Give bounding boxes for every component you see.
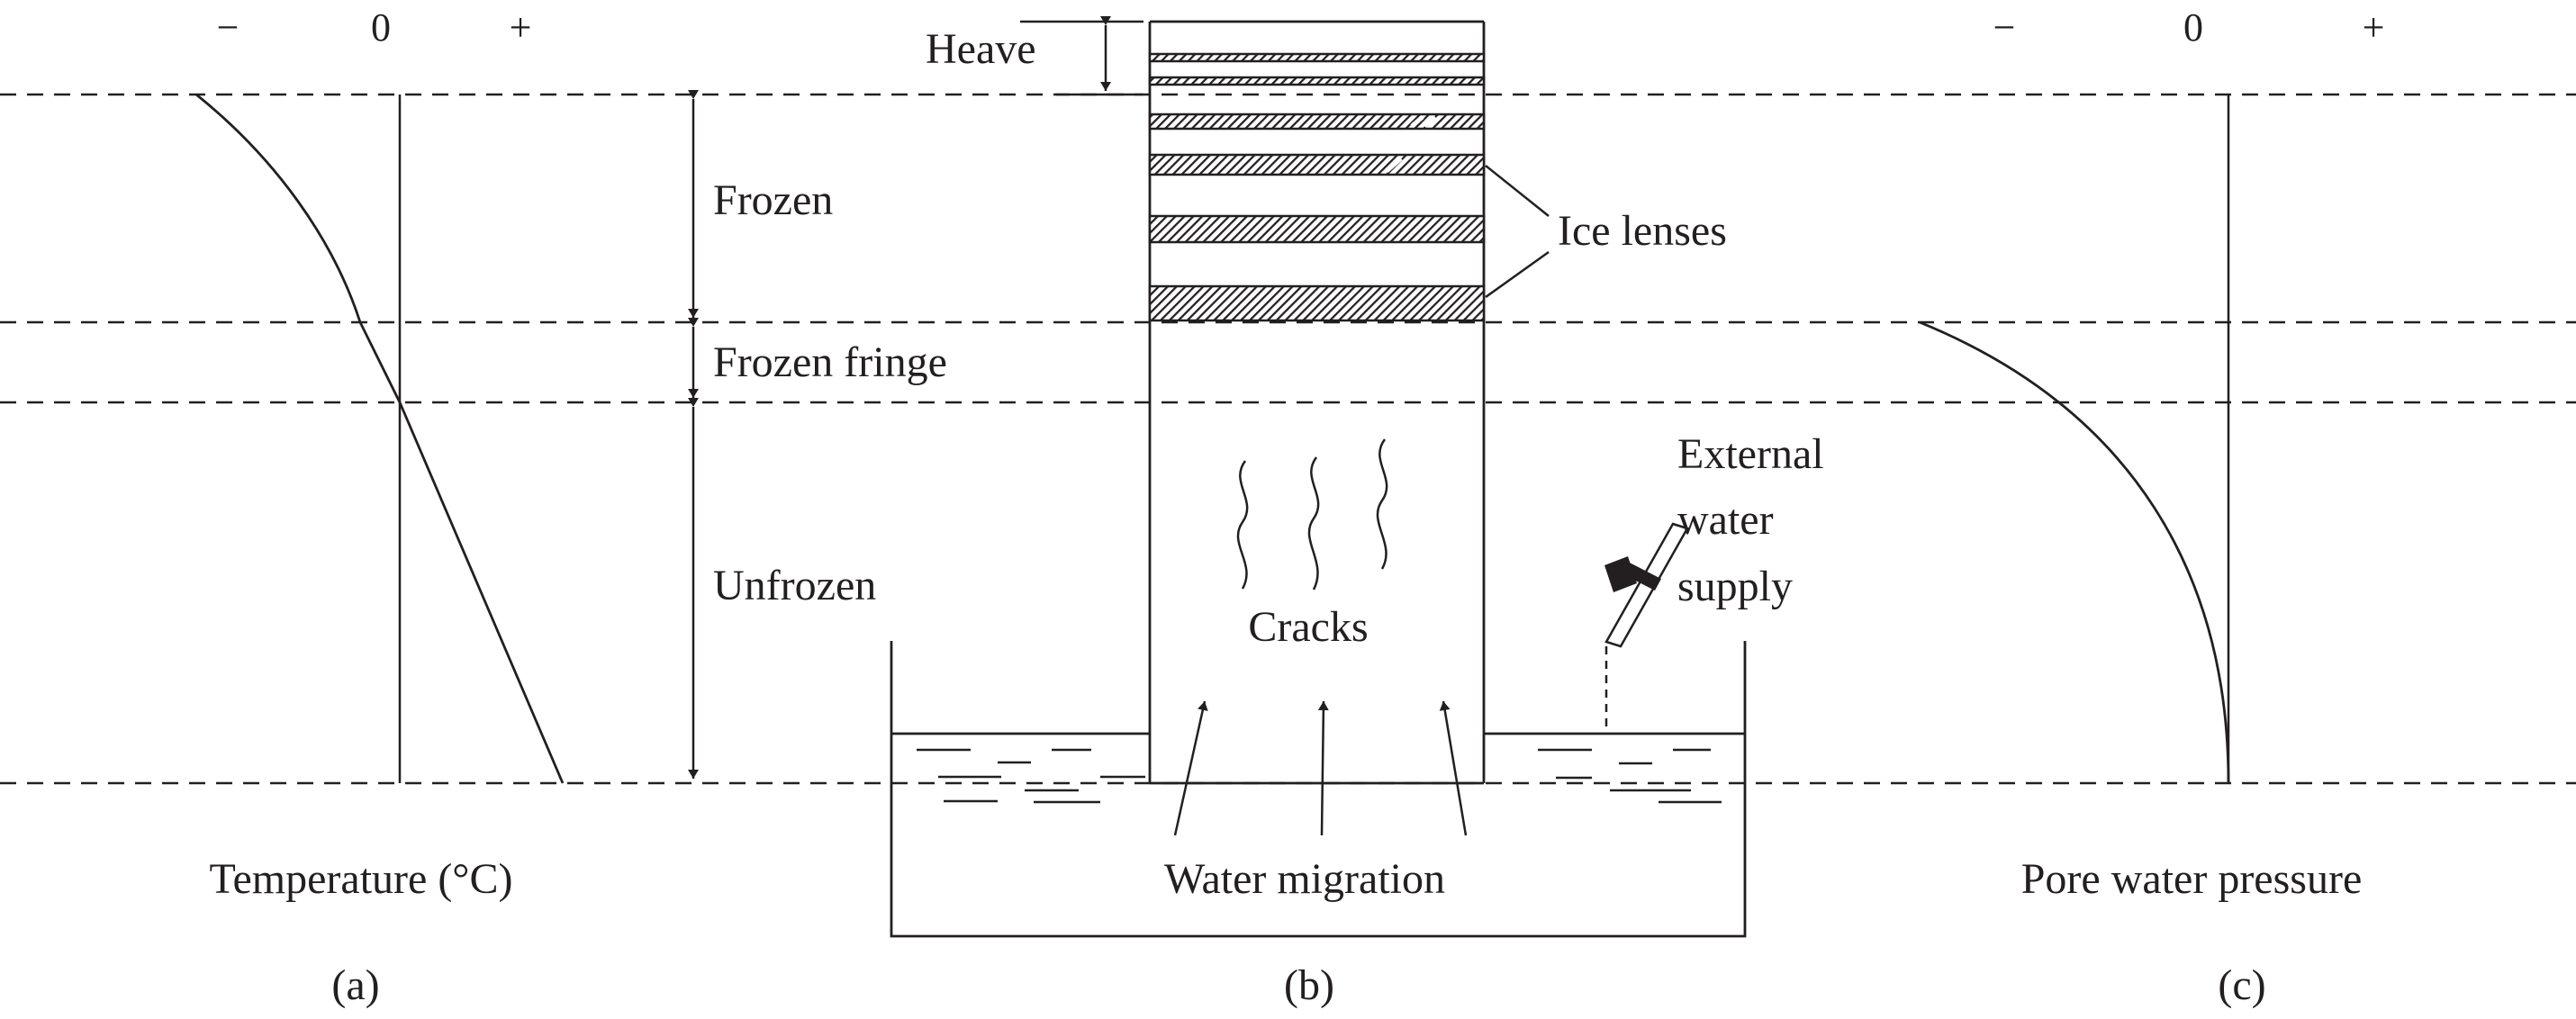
panel-b-caption: (b) [1284,961,1334,1009]
axis-minus-sign: − [1993,5,2016,50]
ice-lens [1148,214,1486,244]
ice-lenses [1148,52,1486,322]
heave-indicator [1020,16,1143,96]
external-water-line-2: water [1677,496,1774,544]
crack [1236,460,1249,590]
migration-arrow [1317,700,1329,836]
temperature-axis-label: Temperature (°C) [209,855,512,903]
ice-lenses-leaders [1485,165,1550,299]
pore-pressure-curve [1919,320,2230,784]
water-ripples [917,748,1722,804]
axis-zero-label: 0 [2183,5,2203,50]
ice-lens-gaps [1385,115,1437,173]
frozen-zone-label: Frozen [713,176,833,224]
ice-lens [1148,52,1486,63]
ice-lens [1148,153,1486,176]
ice-lens [1148,284,1486,322]
water-tank [890,641,1747,938]
boundary-lines [0,93,2576,785]
panel-b-soil-column: Frozen Frozen fringe Unfrozen Heave [688,16,1835,1009]
cracks [1236,438,1388,591]
water-migration-label: Water migration [1164,855,1445,903]
water-migration-arrows [1173,700,1468,836]
migration-arrow [1439,700,1468,836]
temperature-profile-curve [195,93,565,784]
panel-a-caption: (a) [331,961,379,1009]
ice-lenses-label: Ice lenses [1558,207,1727,255]
panel-a-temperature: − 0 + Temperature (°C) (a) [195,5,565,1009]
ice-lens [1148,76,1486,86]
ice-lens [1148,113,1486,131]
external-water-line-3: supply [1677,563,1793,610]
crack [1376,438,1388,570]
frozen-fringe-label: Frozen fringe [713,338,947,386]
axis-zero-label: 0 [371,5,391,50]
external-water-line-1: External [1677,430,1824,478]
heave-label: Heave [926,25,1036,73]
panel-c-caption: (c) [2218,961,2265,1009]
axis-plus-sign: + [510,5,532,50]
water-supply-pipe [1604,522,1689,731]
panel-c-pore-pressure: − 0 + Pore water pressure (c) [1919,5,2385,1009]
tank-outline [890,641,1747,938]
valve-stem [1604,556,1637,592]
pore-pressure-axis-label: Pore water pressure [2021,855,2363,903]
cracks-label: Cracks [1248,603,1368,651]
migration-arrow [1173,700,1208,836]
crack [1307,456,1320,591]
external-water-supply-label: External water supply [1677,430,1835,610]
axis-minus-sign: − [217,5,240,50]
unfrozen-zone-label: Unfrozen [713,562,876,609]
axis-plus-sign: + [2363,5,2385,50]
